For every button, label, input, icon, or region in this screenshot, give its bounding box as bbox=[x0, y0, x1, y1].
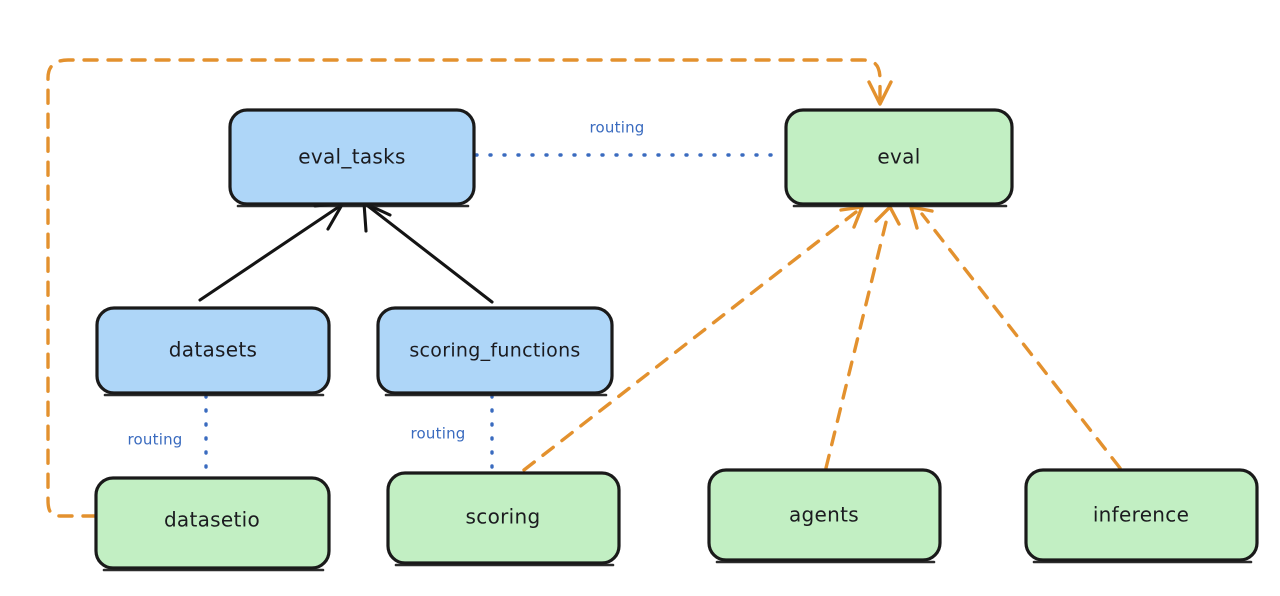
node-datasets-box[interactable] bbox=[95, 306, 331, 395]
node-datasetio-box[interactable] bbox=[94, 476, 331, 570]
node-scoring-label: scoring bbox=[466, 505, 541, 529]
edge-label-routing-eval_tasks-eval: routing bbox=[590, 119, 645, 137]
edge-datasetio-eval bbox=[46, 58, 893, 518]
node-eval-box[interactable] bbox=[784, 108, 1014, 206]
node-agents-box[interactable] bbox=[707, 468, 942, 562]
node-datasetio[interactable]: datasetio bbox=[94, 476, 331, 572]
edge-inference-eval bbox=[909, 205, 1122, 470]
node-agents[interactable]: agents bbox=[707, 468, 942, 564]
edge-label-routing-scoring_functions-scoring: routing bbox=[411, 425, 466, 443]
node-eval-label: eval bbox=[877, 145, 920, 169]
node-scoring_functions[interactable]: scoring_functions bbox=[376, 306, 614, 397]
node-eval[interactable]: eval bbox=[784, 108, 1014, 208]
node-eval_tasks-label: eval_tasks bbox=[298, 145, 405, 169]
edge-datasets-eval_tasks bbox=[198, 201, 345, 302]
node-scoring-box[interactable] bbox=[386, 471, 621, 565]
node-inference-label: inference bbox=[1093, 503, 1189, 527]
edge-label-routing-datasets-datasetio: routing bbox=[128, 431, 183, 449]
node-inference[interactable]: inference bbox=[1024, 468, 1259, 564]
node-inference-box[interactable] bbox=[1024, 468, 1259, 562]
node-datasets-label: datasets bbox=[169, 338, 257, 362]
node-eval_tasks-box[interactable] bbox=[228, 108, 476, 206]
node-scoring[interactable]: scoring bbox=[386, 471, 621, 567]
node-datasetio-label: datasetio bbox=[164, 508, 260, 532]
edge-agents-eval bbox=[824, 205, 901, 470]
node-datasets[interactable]: datasets bbox=[95, 306, 331, 397]
edge-scoring_functions-eval_tasks bbox=[362, 201, 494, 304]
node-scoring_functions-box[interactable] bbox=[376, 306, 614, 395]
node-agents-label: agents bbox=[789, 503, 859, 527]
node-eval_tasks[interactable]: eval_tasks bbox=[228, 108, 476, 208]
node-scoring_functions-label: scoring_functions bbox=[409, 340, 580, 362]
